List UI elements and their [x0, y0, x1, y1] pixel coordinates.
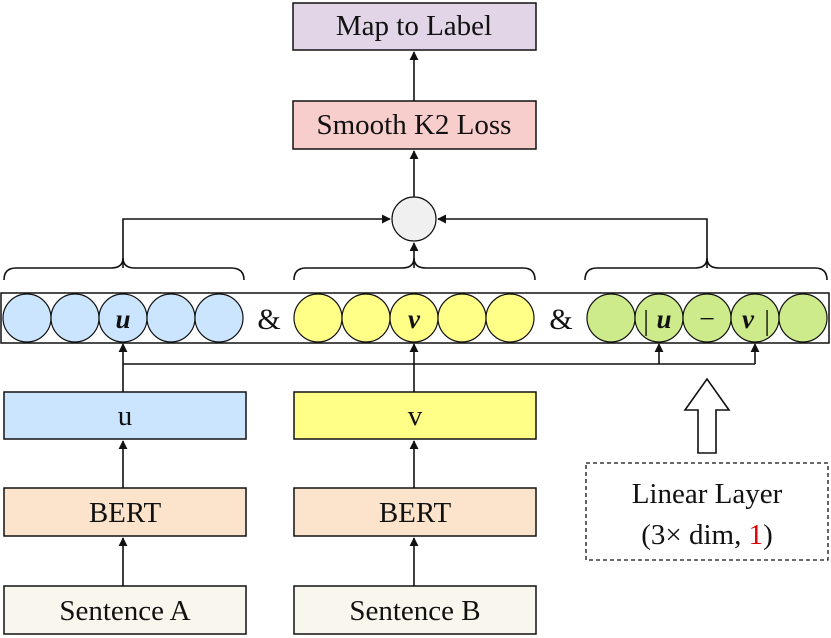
abs-minus-label: − — [699, 304, 715, 335]
linear-layer-dims: (3× dim, 1) — [641, 519, 773, 551]
diff-vector-cell — [586, 293, 636, 343]
v-vector-cell — [485, 293, 535, 343]
v-vector-cell — [341, 293, 391, 343]
combine-node — [391, 196, 437, 242]
v-vector-group: v — [293, 293, 535, 343]
u-node-label: u — [115, 304, 130, 334]
u-vector-group: u — [2, 293, 244, 343]
bert-b-text: BERT — [379, 497, 452, 529]
concat-ampersand-1: & — [257, 303, 280, 336]
sentence-a-text: Sentence A — [59, 595, 190, 627]
v-node-label: v — [408, 304, 421, 334]
abs-bar-right: | — [764, 306, 770, 337]
diff-vector-cell-v — [730, 293, 780, 343]
diff-vector-group: | u − v | — [586, 293, 828, 343]
v-embedding-text: v — [408, 400, 423, 432]
sentence-b-node: Sentence B — [293, 585, 537, 635]
brace-u-group — [3, 257, 245, 281]
map-to-label-text: Map to Label — [336, 10, 492, 42]
v-vector-cell — [437, 293, 487, 343]
sentence-a-node: Sentence A — [3, 585, 247, 635]
abs-v-label: v — [742, 304, 755, 334]
linear-layer-title: Linear Layer — [632, 478, 783, 510]
linear-layer-open-paren: (3× — [641, 519, 682, 551]
smooth-k2-loss-text: Smooth K2 Loss — [317, 109, 512, 141]
v-embedding-node: v — [293, 391, 537, 440]
bert-a-node: BERT — [3, 487, 247, 537]
v-vector-cell — [293, 293, 343, 343]
hollow-up-arrow-icon — [683, 377, 731, 454]
linear-layer-one: 1 — [749, 519, 764, 551]
u-embedding-node: u — [3, 391, 247, 440]
brace-v-group — [293, 257, 536, 281]
linear-layer-dim: dim, — [689, 519, 741, 551]
brace-diff-group — [584, 257, 828, 281]
linear-layer-close-paren: ) — [763, 519, 773, 551]
linear-layer-node: Linear Layer (3× dim, 1) — [585, 462, 829, 561]
arrow-diff-group-to-combine — [437, 214, 708, 268]
bert-a-text: BERT — [89, 497, 162, 529]
concat-ampersand-2: & — [549, 303, 572, 336]
u-vector-cell — [194, 293, 244, 343]
diff-vector-cell — [778, 293, 828, 343]
bert-b-node: BERT — [293, 487, 537, 537]
u-vector-cell — [146, 293, 196, 343]
sentence-b-text: Sentence B — [349, 595, 480, 627]
u-vector-cell — [50, 293, 100, 343]
arrow-u-group-to-combine — [122, 214, 391, 268]
map-to-label-node: Map to Label — [292, 2, 537, 51]
abs-bar-left: | — [643, 306, 649, 337]
u-embedding-text: u — [118, 400, 133, 432]
abs-u-label: u — [656, 304, 671, 334]
smooth-k2-loss-node: Smooth K2 Loss — [292, 100, 537, 150]
u-vector-cell — [2, 293, 52, 343]
